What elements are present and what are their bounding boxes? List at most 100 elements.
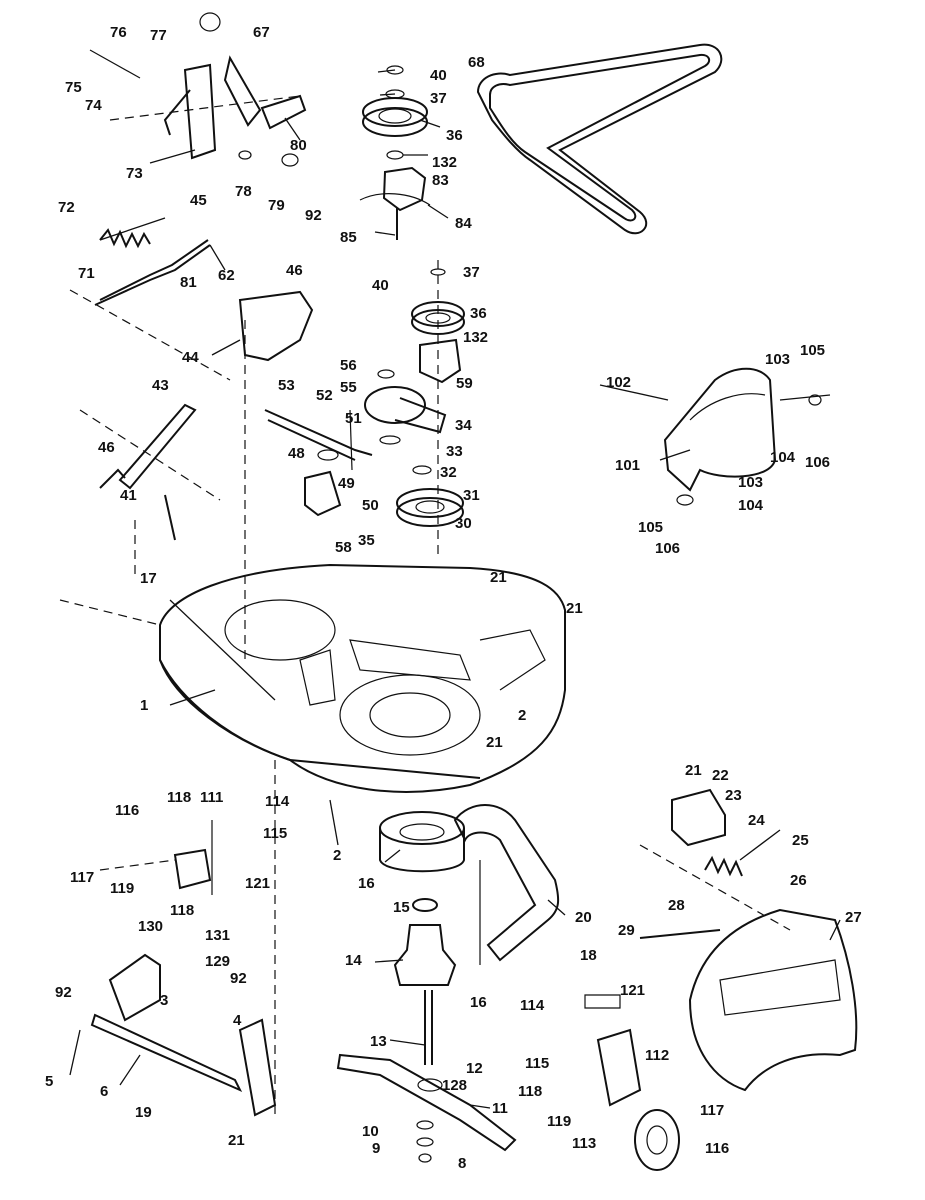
label-83: 83: [432, 172, 449, 189]
rod-71: [69, 239, 314, 660]
idler-arm-55: [364, 369, 447, 445]
label-73: 73: [126, 165, 143, 182]
label-101: 101: [615, 457, 640, 474]
belt-68: [476, 43, 723, 235]
label-132: 132: [432, 154, 457, 171]
label-119-a: 119: [110, 880, 134, 897]
label-129: 129: [205, 953, 230, 970]
label-78: 78: [235, 183, 252, 200]
label-104-a: 104: [770, 449, 796, 466]
label-119-b: 119: [547, 1113, 571, 1130]
label-128: 128: [442, 1077, 467, 1094]
label-14: 14: [345, 952, 362, 969]
label-117-b: 117: [700, 1102, 724, 1119]
label-41: 41: [120, 487, 137, 504]
label-16-a: 16: [358, 875, 375, 892]
label-115-b: 115: [525, 1055, 549, 1072]
label-75: 75: [65, 79, 82, 96]
label-104-b: 104: [738, 497, 764, 514]
blade-11: [336, 1053, 517, 1163]
bracket-119-left: [99, 820, 213, 895]
lift-bar-6: [90, 760, 277, 1120]
hinge-bracket-22: [639, 788, 791, 931]
label-45: 45: [190, 192, 207, 209]
label-114-a: 114: [265, 793, 290, 810]
label-21-e: 21: [685, 762, 702, 779]
label-19: 19: [135, 1104, 152, 1121]
label-111: 111: [200, 789, 223, 806]
label-43: 43: [152, 377, 169, 394]
label-92: 92: [305, 207, 322, 224]
label-115-a: 115: [263, 825, 287, 842]
label-130: 130: [138, 918, 163, 935]
label-55: 55: [340, 379, 357, 396]
label-49: 49: [338, 475, 355, 492]
deck-shell-1: [59, 563, 566, 793]
label-46: 46: [286, 262, 303, 279]
label-118-c: 118: [518, 1083, 542, 1100]
label-23: 23: [725, 787, 742, 804]
label-34: 34: [455, 417, 472, 434]
label-68: 68: [468, 54, 485, 71]
label-105-b: 105: [638, 519, 663, 536]
lever-assembly: [89, 12, 307, 167]
leader-lines: [69, 69, 841, 1109]
label-26: 26: [790, 872, 807, 889]
pulley-32: [396, 465, 464, 527]
label-32: 32: [440, 464, 457, 481]
label-52: 52: [316, 387, 333, 404]
label-118-b: 118: [170, 902, 194, 919]
label-21-c: 21: [486, 734, 503, 751]
label-58: 58: [335, 539, 352, 556]
label-13: 13: [370, 1033, 387, 1050]
label-24: 24: [748, 812, 765, 829]
label-79: 79: [268, 197, 285, 214]
label-62: 62: [218, 267, 235, 284]
label-113: 113: [572, 1135, 596, 1152]
part-labels: 76 77 67 75 74 73 80 78 79 92 72 45 62 8…: [45, 24, 862, 1172]
label-40-b: 40: [372, 277, 389, 294]
label-28: 28: [668, 897, 685, 914]
label-37-b: 37: [463, 264, 480, 281]
label-51: 51: [345, 410, 362, 427]
label-81: 81: [180, 274, 197, 291]
spindle-14: [393, 898, 457, 1065]
label-29: 29: [618, 922, 635, 939]
spring-72: [99, 228, 151, 249]
label-121-b: 121: [620, 982, 645, 999]
label-112: 112: [645, 1047, 669, 1064]
label-11: 11: [492, 1100, 508, 1117]
label-40: 40: [430, 67, 447, 84]
label-27: 27: [845, 909, 862, 926]
discharge-chute-27: [639, 908, 858, 1092]
label-85: 85: [340, 229, 357, 246]
label-121-a: 121: [245, 875, 270, 892]
label-106-a: 106: [805, 454, 830, 471]
label-116-a: 116: [115, 802, 139, 819]
label-30: 30: [455, 515, 472, 532]
label-80: 80: [290, 137, 307, 154]
idler-bracket: [264, 409, 373, 517]
label-114-b: 114: [520, 997, 545, 1014]
label-48: 48: [288, 445, 305, 462]
label-103-b: 103: [738, 474, 763, 491]
parts-drawing: [59, 12, 858, 1171]
label-3: 3: [160, 992, 168, 1009]
label-71: 71: [78, 265, 95, 282]
label-50: 50: [362, 497, 379, 514]
label-92-a: 92: [230, 970, 247, 987]
label-74: 74: [85, 97, 102, 114]
label-22: 22: [712, 767, 729, 784]
label-20: 20: [575, 909, 592, 926]
label-131: 131: [205, 927, 230, 944]
label-17: 17: [140, 570, 157, 587]
label-15: 15: [393, 899, 410, 916]
label-117-a: 117: [70, 869, 94, 886]
pulley-36-mid: [411, 260, 465, 560]
label-10: 10: [362, 1123, 379, 1140]
label-8: 8: [458, 1155, 466, 1172]
label-106-b: 106: [655, 540, 680, 557]
label-103-a: 103: [765, 351, 790, 368]
chute-101: [663, 367, 831, 506]
label-53: 53: [278, 377, 295, 394]
